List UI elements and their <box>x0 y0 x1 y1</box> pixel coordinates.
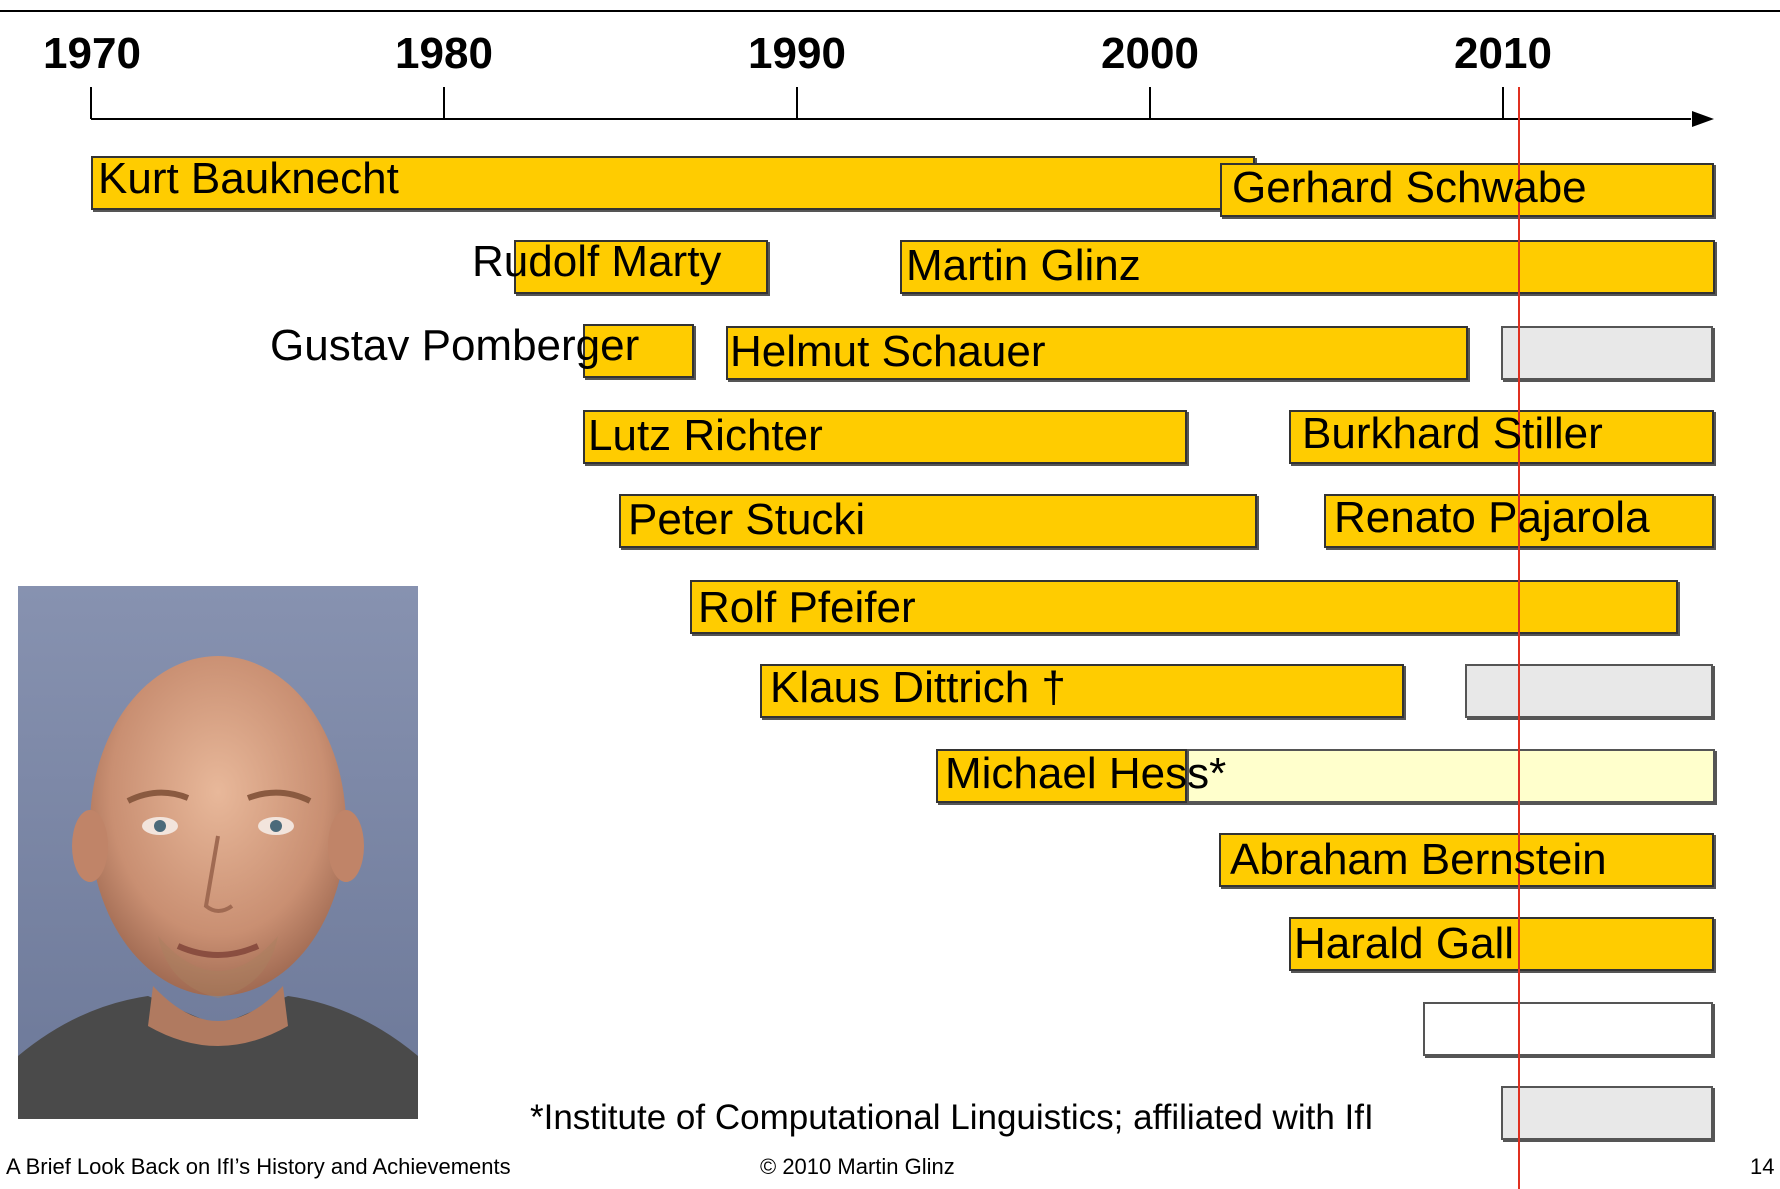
tenure-bar-vacant-2 <box>1465 664 1713 718</box>
tenure-bar-vacant-1 <box>1501 326 1713 380</box>
tenure-bar-marty <box>514 240 768 294</box>
tenure-bar-stucki <box>619 494 1257 548</box>
tenure-bar-hess-affiliated <box>1180 749 1715 803</box>
axis-tick <box>1502 87 1504 119</box>
footer-copyright: © 2010 Martin Glinz <box>760 1154 955 1179</box>
name-bernstein: Abraham Bernstein <box>1230 835 1607 884</box>
name-stucki: Peter Stucki <box>628 495 866 544</box>
tenure-bar-gall <box>1289 917 1714 971</box>
axis-tick <box>443 87 445 119</box>
tenure-bar-dittrich <box>760 664 1404 718</box>
axis-tick <box>796 87 798 119</box>
footnote: *Institute of Computational Linguistics;… <box>530 1098 1374 1137</box>
axis-arrow-icon <box>1692 111 1714 127</box>
tenure-bar-schwabe <box>1220 163 1714 217</box>
tenure-bar-schauer <box>726 326 1468 380</box>
name-schauer: Helmut Schauer <box>730 327 1046 376</box>
year-label-2000: 2000 <box>1101 29 1199 78</box>
tenure-bar-bernstein <box>1219 833 1714 887</box>
tenure-bar-stiller <box>1289 410 1714 464</box>
portrait-photo <box>18 586 418 1119</box>
name-pomberger: Gustav Pomberger <box>270 321 640 370</box>
tenure-bar-vacant-3 <box>1423 1002 1713 1056</box>
name-dittrich: Klaus Dittrich † <box>770 663 1066 712</box>
year-label-2010: 2010 <box>1454 29 1552 78</box>
axis-tick <box>1149 87 1151 119</box>
tenure-bar-pomberger <box>583 324 694 378</box>
name-pfeifer: Rolf Pfeifer <box>698 583 916 632</box>
year-label-1990: 1990 <box>748 29 846 78</box>
name-stiller: Burkhard Stiller <box>1302 409 1603 458</box>
name-marty: Rudolf Marty <box>472 237 722 286</box>
tenure-bar-hess <box>936 749 1187 803</box>
name-bauknecht: Kurt Bauknecht <box>98 154 399 203</box>
name-schwabe: Gerhard Schwabe <box>1232 163 1587 212</box>
footer-title: A Brief Look Back on IfI’s History and A… <box>6 1154 511 1179</box>
top-rule <box>0 10 1780 12</box>
tenure-bar-richter <box>583 410 1187 464</box>
page-number: 14 <box>1750 1154 1775 1179</box>
tenure-bar-vacant-4 <box>1501 1086 1713 1140</box>
year-label-1970: 1970 <box>43 29 141 78</box>
name-gall: Harald Gall <box>1294 919 1515 968</box>
name-richter: Lutz Richter <box>588 411 823 460</box>
tenure-bar-pfeifer <box>690 580 1678 634</box>
name-glinz: Martin Glinz <box>906 241 1141 290</box>
year-label-1980: 1980 <box>395 29 493 78</box>
axis-tick <box>90 87 92 119</box>
name-pajarola: Renato Pajarola <box>1334 493 1650 542</box>
tenure-bar-bauknecht <box>91 156 1255 210</box>
tenure-bar-glinz <box>900 240 1715 294</box>
current-year-line <box>1518 87 1520 1189</box>
timeline-axis <box>91 118 1691 120</box>
name-hess: Michael Hess* <box>945 749 1227 798</box>
